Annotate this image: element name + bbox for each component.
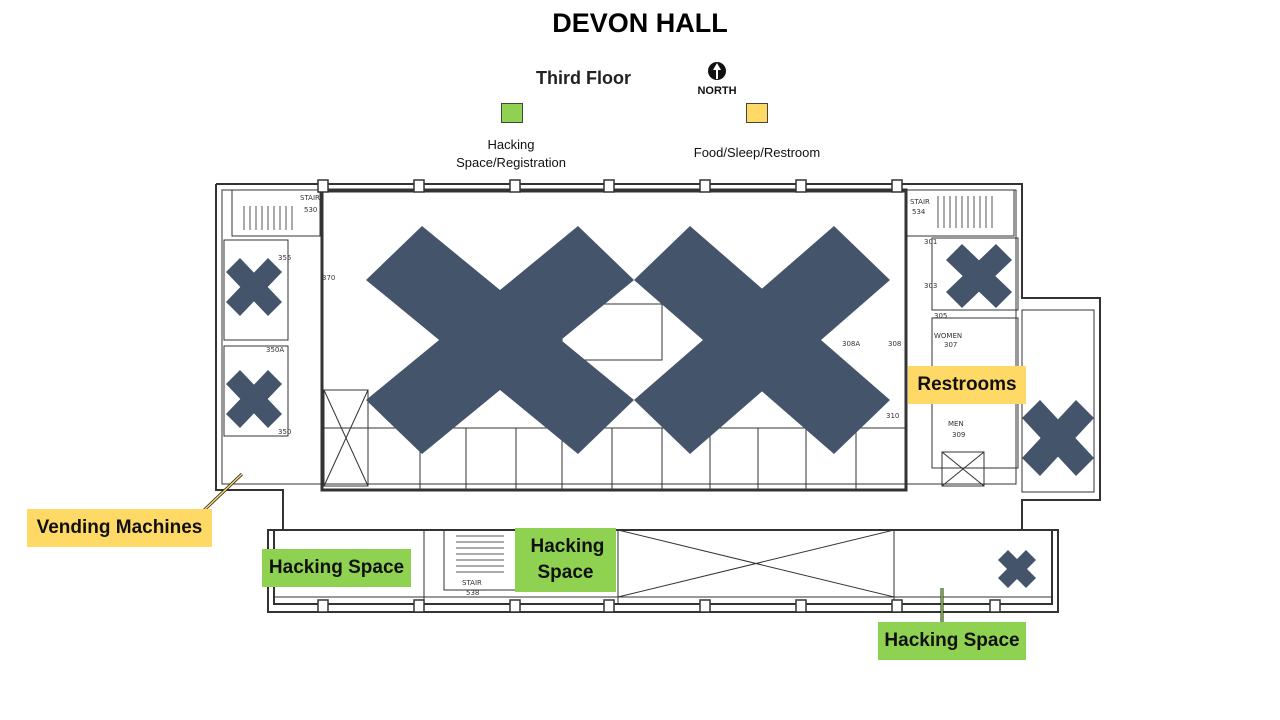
floor-label: Third Floor [536,68,631,88]
room-label: 309 [952,431,965,439]
stair-number-530: 530 [304,206,317,214]
room-label: 305 [934,312,947,320]
north-indicator: NORTH [692,60,742,97]
hacking-space-callout-center: Hacking Space [515,528,616,592]
map-title: DEVON HALL [552,8,728,38]
blocked-x-icon [226,370,282,428]
men-label: MEN [948,420,964,428]
stair-label-nw: STAIR [300,194,320,202]
blocked-x-icon [634,226,890,454]
hacking-space-center-label: Hacking Space [530,536,605,583]
legend-label-food: Food/Sleep/Restroom [693,145,821,160]
stair-label-s: STAIR [462,579,482,587]
blocked-markers [226,226,1094,588]
room-label: 310 [886,412,899,420]
room-label: 301 [924,238,937,246]
room-label: 308A [842,340,860,348]
blocked-x-icon [998,550,1036,588]
stair-number-534: 534 [912,208,926,216]
legend-swatch-hacking [501,103,523,123]
columns [317,179,1001,613]
blocked-x-icon [366,226,634,454]
room-label: 370 [322,274,335,282]
legend-swatch-food [746,103,768,123]
blocked-x-icon [946,244,1012,308]
legend-label-hacking: Hacking Space/Registration [456,137,566,170]
blocked-x-icon [1022,400,1094,476]
north-label: NORTH [697,85,737,97]
room-label: 350 [278,428,291,436]
stair-number-538: 538 [466,589,479,597]
women-label: WOMEN [934,332,962,340]
north-arrow-icon [708,62,726,80]
room-label: 350A [266,346,284,354]
hacking-space-callout-left: Hacking Space [262,549,411,587]
vending-machines-callout: Vending Machines [27,509,212,547]
blocked-x-icon [226,258,282,316]
restrooms-callout: Restrooms [908,366,1026,404]
room-label: 303 [924,282,937,290]
room-label: 308 [888,340,901,348]
room-label: 355 [278,254,291,262]
stair-label-ne: STAIR [910,198,930,206]
hacking-space-callout-right: Hacking Space [878,622,1026,660]
room-label: 307 [944,341,957,349]
stair-hatching [243,196,993,573]
